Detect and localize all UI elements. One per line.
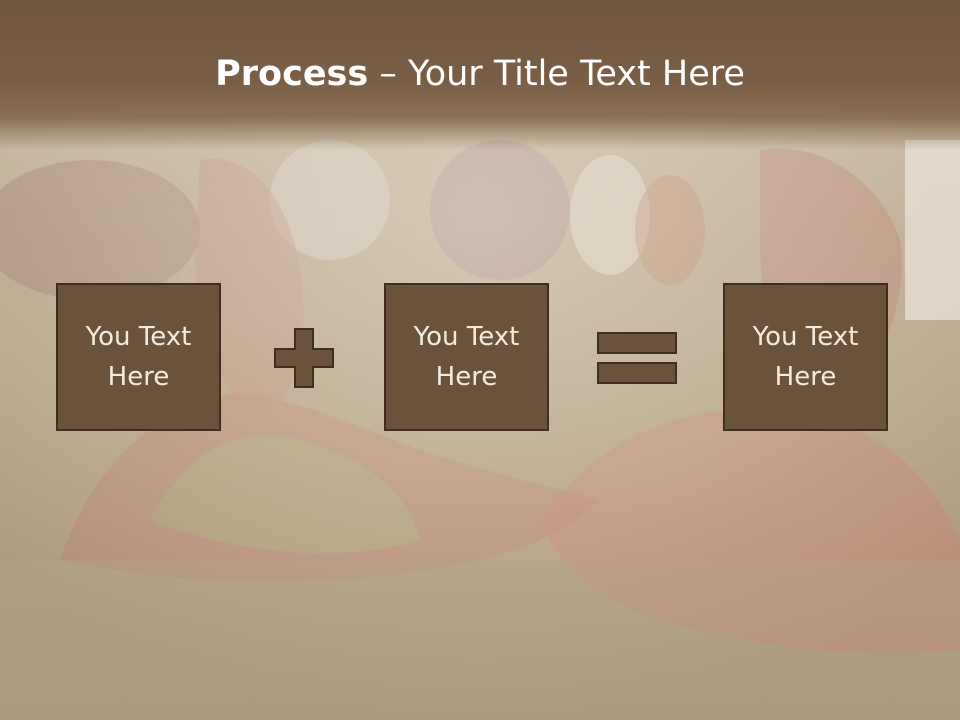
process-box-3-text: You Text Here [752, 322, 859, 392]
process-box-1-text: You Text Here [85, 322, 192, 392]
process-box-3[interactable]: You Text Here [723, 283, 888, 431]
plus-icon [274, 328, 334, 388]
title-text: Your Title Text Here [407, 54, 745, 94]
process-box-2-text: You Text Here [413, 322, 520, 392]
process-box-1[interactable]: You Text Here [56, 283, 221, 431]
slide-title[interactable]: Process – Your Title Text Here [0, 50, 960, 98]
title-bold-text: Process [215, 54, 369, 94]
title-separator: – [368, 54, 408, 94]
equals-icon [597, 332, 677, 384]
title-bar [0, 0, 960, 150]
process-box-2[interactable]: You Text Here [384, 283, 549, 431]
